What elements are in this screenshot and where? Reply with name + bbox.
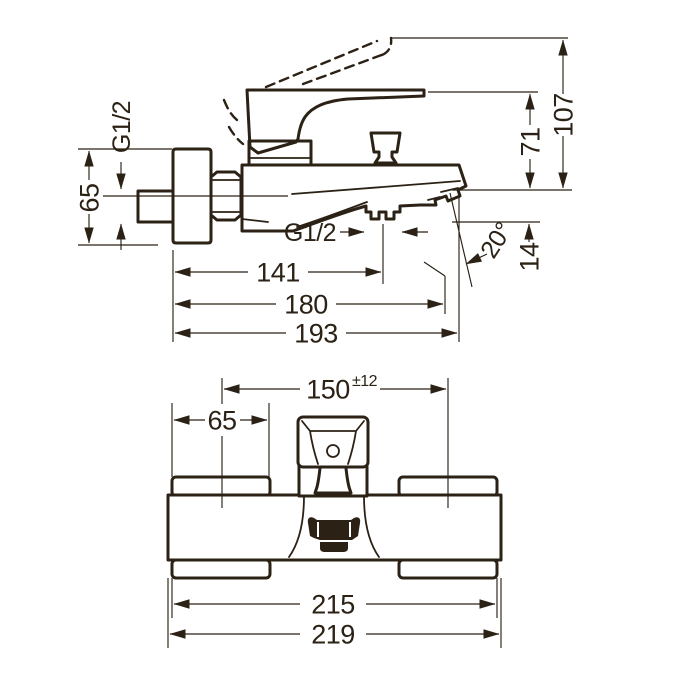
spout-drop-dimension: 14 xyxy=(514,242,544,272)
fixture-side-details xyxy=(210,157,461,228)
inlet-spacing-tolerance: ±12 xyxy=(352,373,378,390)
overall-height-dimension: 107 xyxy=(548,93,578,137)
escutcheon-bottom-left xyxy=(170,558,272,580)
spout-aerator-front-highlights xyxy=(317,522,351,542)
projection-dimension: 193 xyxy=(294,318,338,348)
front-dimensions: 150 ±12 65 215 219 xyxy=(167,373,502,649)
angle-leader-arrow xyxy=(465,253,488,265)
wall-thread-dimension-label: G1/2 xyxy=(108,101,136,153)
side-view: 65 G1/2 107 71 14 20° G1/2 xyxy=(74,36,578,348)
escutcheon-top-left xyxy=(170,475,272,498)
spout-aerator-front xyxy=(307,517,361,552)
fixture-side-outline xyxy=(136,88,468,245)
fixture-outline-side xyxy=(103,36,468,245)
escutcheon-bottom-right xyxy=(397,558,499,580)
escutcheon-width-dimension: 65 xyxy=(207,405,236,435)
lever-head-front xyxy=(296,415,370,469)
lever-height-dimension: 71 xyxy=(515,127,545,156)
lever-raised-dashed-outline xyxy=(222,36,393,146)
flange-height-dimension: 65 xyxy=(74,183,104,212)
spout-housing-front xyxy=(288,495,380,558)
front-extension-lines xyxy=(167,378,502,648)
inlet-spacing-dimension: 150 xyxy=(306,374,350,404)
lever-head-front-details xyxy=(301,420,365,465)
reference-lines xyxy=(78,37,572,342)
escutcheon-span-dimension: 215 xyxy=(311,589,355,619)
wall-to-outlet-dimension: 141 xyxy=(256,257,300,287)
front-view: 150 ±12 65 215 219 xyxy=(166,373,503,649)
outlet-thread-dimension-label: G1/2 xyxy=(284,219,336,247)
fixture-outline-front xyxy=(166,415,503,580)
wall-to-aerator-dimension: 180 xyxy=(284,289,328,319)
lever-pin-front xyxy=(326,444,340,458)
body-width-dimension: 219 xyxy=(311,619,355,649)
